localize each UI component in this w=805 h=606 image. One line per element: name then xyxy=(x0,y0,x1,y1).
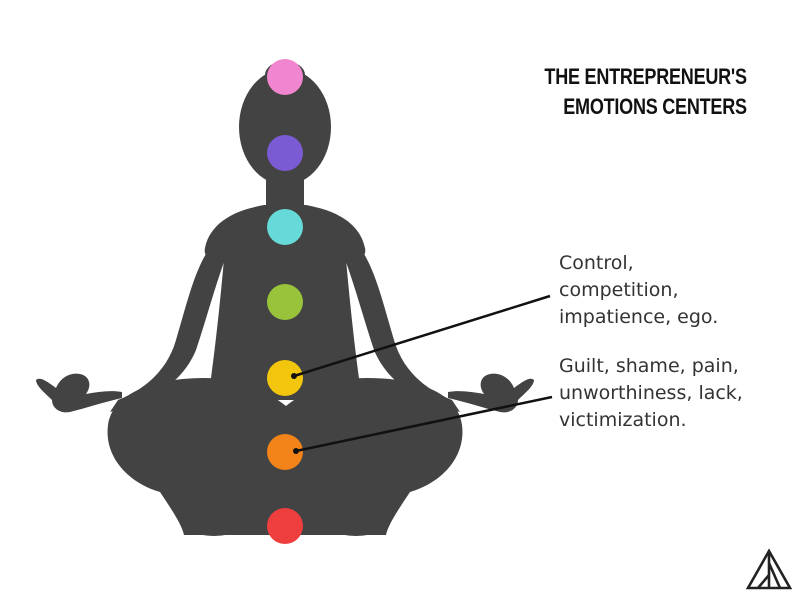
root-center-dot xyxy=(267,508,303,544)
throat-center-dot xyxy=(267,209,303,245)
sacral-center-dot xyxy=(267,434,303,470)
diagram-title: THE ENTREPRENEUR'S EMOTIONS CENTERS xyxy=(544,62,748,122)
solar-plexus-center-dot xyxy=(267,360,303,396)
annotation-line: competition, xyxy=(559,279,679,301)
pointer-tip-sacral xyxy=(293,448,299,454)
pointer-line-sacral xyxy=(295,395,553,453)
third-eye-center-dot xyxy=(267,135,303,171)
heart-center-dot xyxy=(267,284,303,320)
annotation-solar-plexus: Control, competition, impatience, ego. xyxy=(559,250,718,331)
title-line-1: THE ENTREPRENEUR'S xyxy=(544,64,748,89)
annotation-line: victimization. xyxy=(559,409,687,431)
crown-center-dot xyxy=(267,59,303,95)
annotation-sacral: Guilt, shame, pain, unworthiness, lack, … xyxy=(559,353,743,434)
annotation-line: unworthiness, lack, xyxy=(559,382,743,404)
pointer-line-solar-plexus xyxy=(293,294,551,378)
annotation-line: Guilt, shame, pain, xyxy=(559,355,739,377)
triangle-logo-icon xyxy=(745,548,793,590)
title-line-2: EMOTIONS CENTERS xyxy=(563,94,747,119)
annotation-line: Control, xyxy=(559,252,634,274)
pointer-tip-solar-plexus xyxy=(291,373,297,379)
annotation-line: impatience, ego. xyxy=(559,306,719,328)
